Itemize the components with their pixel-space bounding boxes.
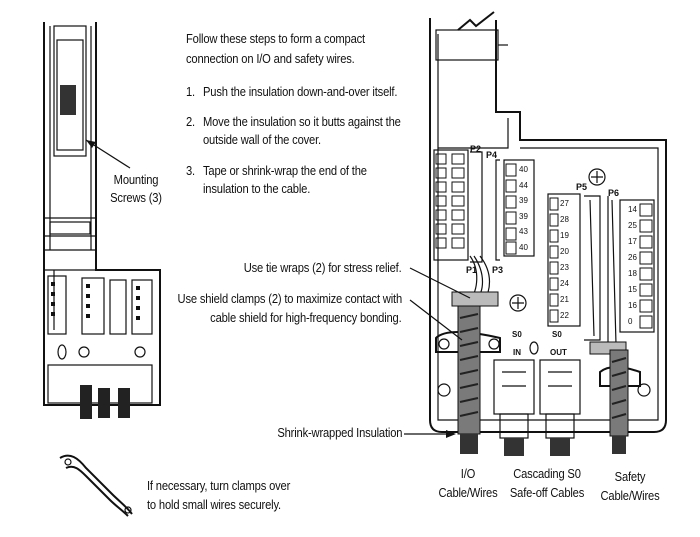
pin-number: 28: [560, 215, 569, 224]
cascading-cable-label: Safe-off Cables: [509, 485, 585, 500]
pin-number: 43: [519, 227, 528, 236]
mounting-screws-label: Mounting: [113, 172, 159, 187]
pin-number: 0: [628, 317, 633, 326]
s0-in-label: IN: [513, 348, 521, 357]
p2-label: P2: [470, 144, 482, 154]
shrink-wrapped-label: Shrink-wrapped Insulation: [277, 425, 402, 440]
mounting-screws-label: Screws (3): [110, 190, 162, 205]
pin-number: 40: [519, 242, 528, 252]
shield-clamps-label: Use shield clamps (2) to maximize contac…: [177, 291, 403, 306]
clamp-note: If necessary, turn clamps over: [147, 478, 291, 493]
s0-in-label: S0: [512, 330, 522, 339]
intro-text: connection on I/O and safety wires.: [186, 51, 355, 66]
pin-number: 44: [519, 180, 528, 190]
pin-number: 25: [628, 221, 637, 230]
pin-number: 18: [628, 269, 637, 278]
p4-label: P4: [486, 150, 498, 160]
safety-cable-label: Safety: [614, 469, 646, 484]
pin-number: 40: [519, 165, 528, 174]
step-3-text: insulation to the cable.: [203, 181, 311, 196]
pin-number: 24: [560, 279, 569, 288]
step-2-text: Move the insulation so it butts against …: [203, 114, 401, 129]
clamp-note: to hold small wires securely.: [147, 497, 281, 512]
step-number: 1.: [186, 84, 195, 99]
pin-number: 22: [560, 311, 569, 320]
s0-out-label: OUT: [550, 348, 567, 357]
pin-number: 39: [519, 196, 528, 205]
pin-number: 15: [628, 285, 637, 294]
shield-clamp-illustration: [59, 454, 133, 517]
pin-number: 27: [560, 199, 569, 208]
io-cable-label: Cable/Wires: [438, 485, 498, 500]
p1-label: P1: [466, 265, 478, 275]
cascading-cable-label: Cascading S0: [513, 466, 581, 481]
tie-wraps-label: Use tie wraps (2) for stress relief.: [244, 260, 402, 275]
intro-text: Follow these steps to form a compact: [186, 31, 365, 46]
p6-label: P6: [608, 188, 620, 198]
pin-number: 14: [628, 205, 637, 214]
shield-clamp-leader: [409, 299, 463, 341]
tie-wrap-leader: [409, 267, 471, 299]
step-1-text: Push the insulation down-and-over itself…: [203, 84, 398, 99]
io-cable-label: I/O: [460, 466, 476, 481]
p3-label: P3: [492, 265, 504, 275]
step-number: 2.: [186, 114, 195, 129]
pin-number: 26: [628, 253, 637, 262]
pin-number: 17: [628, 237, 637, 246]
pin-number: 21: [560, 295, 569, 304]
pin-number: 39: [519, 211, 528, 221]
step-number: 3.: [186, 163, 195, 178]
pin-number: 16: [628, 301, 637, 310]
pin-number: 23: [560, 263, 569, 272]
pin-number: 19: [560, 231, 569, 240]
step-2-text: outside wall of the cover.: [203, 132, 321, 147]
shield-clamps-label: cable shield for high-frequency bonding.: [210, 310, 403, 325]
pin-number: 20: [560, 247, 569, 256]
step-3-text: Tape or shrink-wrap the end of the: [203, 163, 367, 178]
p5-label: P5: [576, 182, 588, 192]
s0-out-label: S0: [552, 330, 562, 339]
left-drive-illustration: [43, 22, 161, 419]
safety-cable-label: Cable/Wires: [600, 488, 660, 503]
right-drive-illustration: [429, 11, 667, 456]
